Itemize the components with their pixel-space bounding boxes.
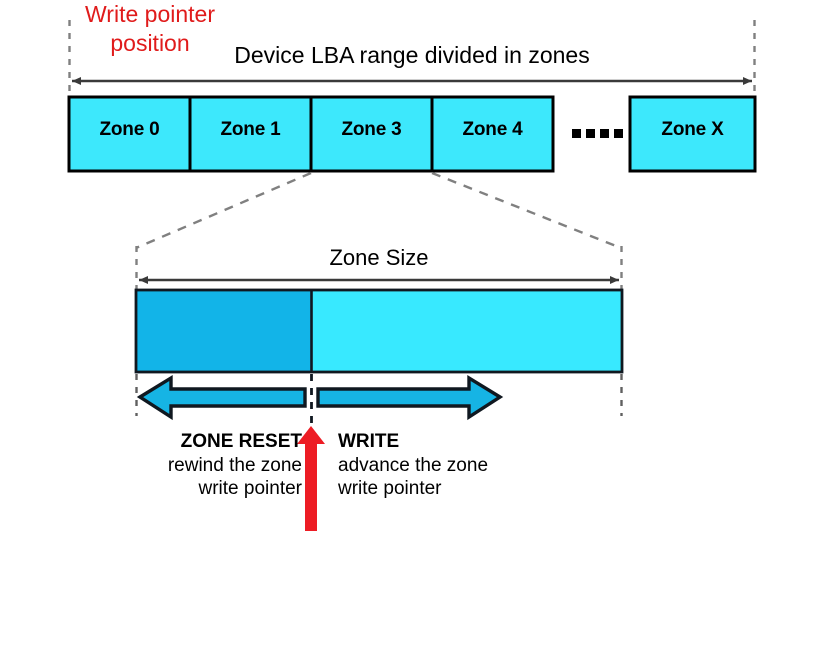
zone-label-4: Zone 4 bbox=[462, 119, 523, 140]
zone-reset-label-block: ZONE RESET rewind the zone write pointer bbox=[60, 430, 302, 501]
zone-bar-guides bbox=[135, 374, 623, 434]
write-pointer-caption-line-1: Write pointer bbox=[85, 1, 215, 27]
write-line-2: write pointer bbox=[338, 478, 442, 500]
lba-range-caption: Device LBA range divided in zones bbox=[234, 42, 590, 68]
zone-size-caption: Zone Size bbox=[329, 245, 429, 270]
zone-unwritten-region bbox=[311, 290, 622, 372]
write-arrow bbox=[316, 374, 504, 421]
zone-reset-line-2: write pointer bbox=[198, 478, 303, 500]
write-label-block: WRITE advance the zone write pointer bbox=[338, 430, 588, 501]
zone-label-x: Zone X bbox=[661, 119, 724, 140]
zone-ellipsis-icon bbox=[572, 129, 623, 138]
zone-reset-title: ZONE RESET bbox=[180, 431, 302, 452]
zone-reset-line-1: rewind the zone bbox=[167, 455, 302, 477]
zone-written-region bbox=[136, 290, 311, 372]
zone-reset-arrow bbox=[136, 374, 307, 421]
write-line-1: advance the zone bbox=[338, 455, 489, 477]
write-pointer-caption-line-2: position bbox=[110, 29, 190, 56]
zone-label-3: Zone 3 bbox=[341, 119, 402, 140]
zoom-leader-lines bbox=[135, 171, 623, 290]
write-pointer-caption: Write pointer position bbox=[0, 0, 300, 58]
zone-label-1: Zone 1 bbox=[220, 119, 281, 140]
write-title: WRITE bbox=[338, 431, 400, 452]
expanded-zone-bar bbox=[134, 288, 624, 374]
zone-label-0: Zone 0 bbox=[99, 119, 160, 140]
